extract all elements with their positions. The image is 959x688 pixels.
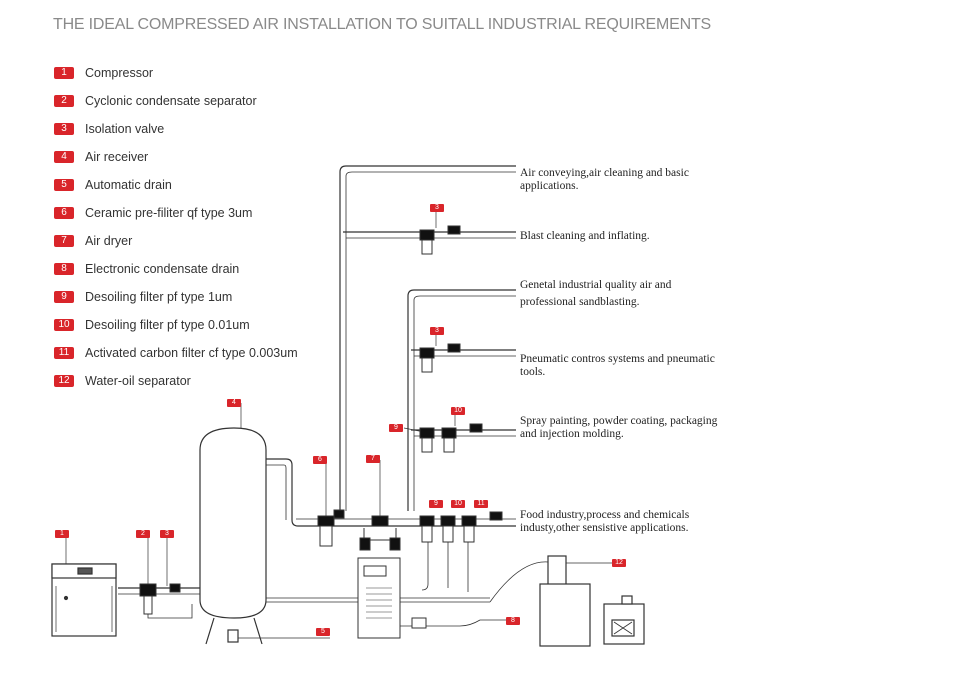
application-label: Blast cleaning and inflating. xyxy=(520,230,650,242)
tag-automatic-drain: 5 xyxy=(316,628,330,636)
tag-cyclonic-separator: 2 xyxy=(136,530,150,538)
legend-label: Activated carbon filter cf type 0.003um xyxy=(85,346,298,360)
tag-pre-filter: 6 xyxy=(313,456,327,464)
legend-number: 8 xyxy=(54,263,74,275)
legend-item: 2 Cyclonic condensate separator xyxy=(54,92,257,110)
tag-filter-10-food: 10 xyxy=(451,500,465,508)
legend-label: Air dryer xyxy=(85,234,133,248)
page-title: THE IDEAL COMPRESSED AIR INSTALLATION TO… xyxy=(53,16,712,33)
pre-filter xyxy=(317,509,345,547)
air-receiver xyxy=(199,427,267,645)
legend-number: 6 xyxy=(54,207,74,219)
legend-number: 1 xyxy=(54,67,74,79)
legend-number: 12 xyxy=(54,375,74,387)
tag-valve-blast: 3 xyxy=(430,204,444,212)
legend-item: 7 Air dryer xyxy=(54,232,132,250)
legend-label: Air receiver xyxy=(85,150,149,164)
legend-item: 12 Water-oil separator xyxy=(54,372,191,390)
legend-item: 8 Electronic condensate drain xyxy=(54,260,239,278)
legend-item: 1 Compressor xyxy=(54,64,153,82)
tag-electronic-drain: 8 xyxy=(506,617,520,625)
tag-filter-11-food: 11 xyxy=(474,500,488,508)
tag-compressor: 1 xyxy=(55,530,69,538)
legend-label: Automatic drain xyxy=(85,178,172,192)
application-label: Spray painting, powder coating, packagin… xyxy=(520,415,718,440)
tag-air-receiver: 4 xyxy=(227,399,241,407)
tag-air-dryer: 7 xyxy=(366,455,380,463)
tag-valve-pneumatic: 3 xyxy=(430,327,444,335)
electronic-drain xyxy=(411,617,427,629)
supply-pipe-top xyxy=(339,165,516,511)
legend-number: 3 xyxy=(54,123,74,135)
legend-label: Isolation valve xyxy=(85,122,165,136)
legend-item: 3 Isolation valve xyxy=(54,120,164,138)
drain-line xyxy=(147,602,193,619)
legend-label: Compressor xyxy=(85,66,154,80)
air-dryer xyxy=(357,515,401,639)
legend-label: Electronic condensate drain xyxy=(85,262,240,276)
legend-item: 4 Air receiver xyxy=(54,148,148,166)
branch-filters xyxy=(419,225,503,543)
legend-number: 11 xyxy=(54,347,74,359)
separator-line xyxy=(489,561,549,603)
tag-isolation-valve: 3 xyxy=(160,530,174,538)
tag-filter-10-spray: 10 xyxy=(451,407,465,415)
legend-label: Desoiling filter pf type 0.01um xyxy=(85,318,250,332)
legend-item: 6 Ceramic pre-filiter qf type 3um xyxy=(54,204,252,222)
legend-number: 4 xyxy=(54,151,74,163)
legend-number: 5 xyxy=(54,179,74,191)
legend-label: Ceramic pre-filiter qf type 3um xyxy=(85,206,253,220)
legend-number: 9 xyxy=(54,291,74,303)
legend-label: Water-oil separator xyxy=(85,374,191,388)
legend-number: 7 xyxy=(54,235,74,247)
legend-label: Cyclonic condensate separator xyxy=(85,94,257,108)
legend-item: 11 Activated carbon filter cf type 0.003u… xyxy=(54,344,298,362)
legend-number: 2 xyxy=(54,95,74,107)
legend-item: 5 Automatic drain xyxy=(54,176,172,194)
cyclonic-separator xyxy=(139,583,181,615)
supply-pipe-mid xyxy=(407,289,516,511)
tag-water-oil-separator: 12 xyxy=(612,559,626,567)
supply-pipe-top-inner xyxy=(345,171,516,511)
water-oil-separator xyxy=(539,555,645,647)
legend-item: 9 Desoiling filter pf type 1um xyxy=(54,288,232,306)
compressor-unit xyxy=(51,563,117,637)
tag-filter-9-food: 9 xyxy=(429,500,443,508)
legend-label: Desoiling filter pf type 1um xyxy=(85,290,233,304)
legend-number: 10 xyxy=(54,319,74,331)
tag-filter-9-spray: 9 xyxy=(389,424,403,432)
main-header xyxy=(266,458,516,527)
legend-item: 10 Desoiling filter pf type 0.01um xyxy=(54,316,250,334)
